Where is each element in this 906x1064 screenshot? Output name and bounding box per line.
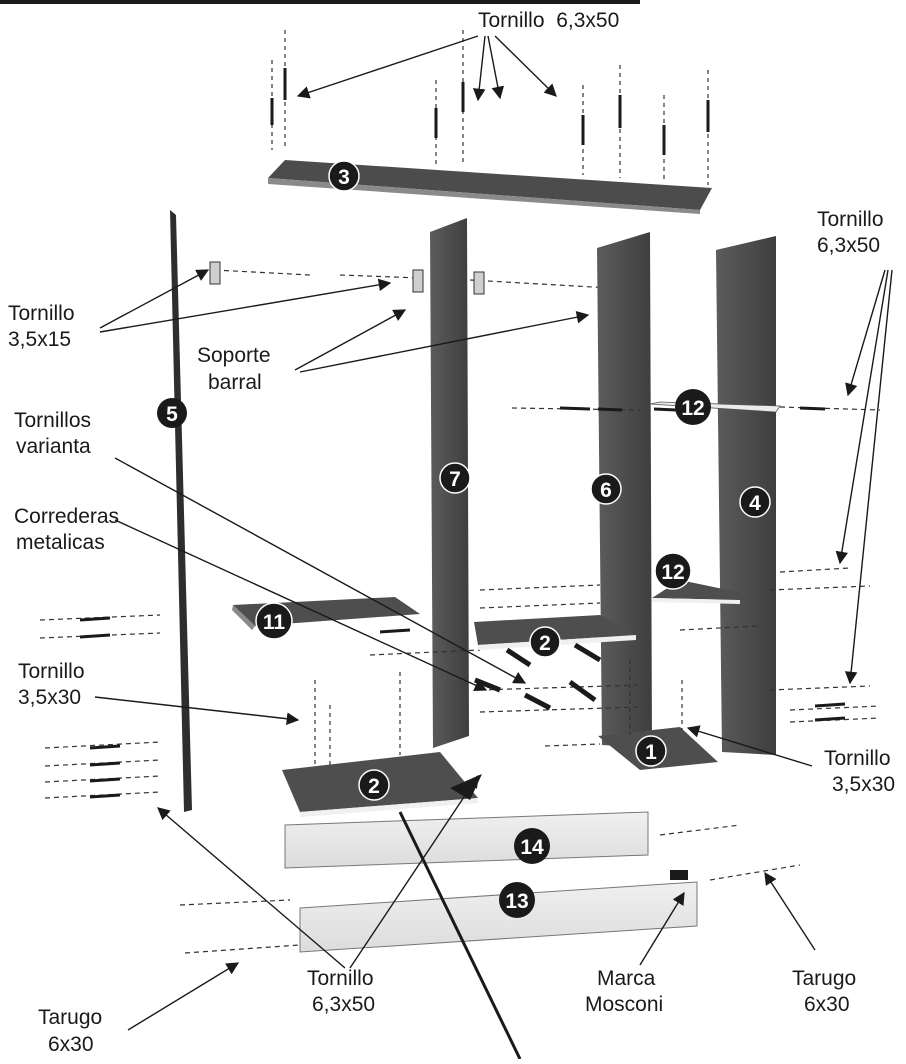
top-screws bbox=[270, 68, 710, 155]
label-top-screw: Tornillo 6,3x50 bbox=[478, 9, 619, 32]
label-slides-1: Correderas bbox=[14, 505, 119, 528]
label-slides-2: metalicas bbox=[16, 531, 105, 554]
part-badge-1: 1 bbox=[635, 735, 667, 767]
label-right-top-screw-1: Tornillo bbox=[817, 208, 884, 231]
plinth-13 bbox=[299, 881, 698, 953]
label-screws-var-2: varianta bbox=[16, 435, 91, 458]
label-right-mid-screw-2: 3,5x30 bbox=[832, 773, 895, 796]
part-badge-13: 13 bbox=[499, 882, 535, 918]
part-badge-4: 4 bbox=[739, 486, 771, 518]
part-badge-6: 6 bbox=[590, 473, 622, 505]
label-support-2: barral bbox=[208, 371, 262, 394]
svg-text:2: 2 bbox=[368, 775, 380, 798]
svg-text:14: 14 bbox=[520, 836, 544, 859]
svg-text:5: 5 bbox=[166, 403, 178, 426]
label-right-dowel-2: 6x30 bbox=[804, 993, 850, 1016]
leader-lines bbox=[94, 35, 893, 1031]
panel-5-side bbox=[170, 210, 192, 812]
panel-3-edge bbox=[268, 178, 700, 214]
floor-screw-guides bbox=[314, 660, 683, 770]
svg-text:1: 1 bbox=[645, 741, 657, 764]
metal-slides bbox=[474, 642, 602, 711]
panel-3-top bbox=[268, 160, 712, 210]
plinth-14 bbox=[284, 811, 649, 869]
svg-text:12: 12 bbox=[681, 397, 704, 420]
part-badge-12-upper: 12 bbox=[675, 389, 711, 425]
part-badge-2-upper: 2 bbox=[529, 626, 561, 658]
label-right-top-screw-2: 6,3x50 bbox=[817, 234, 880, 257]
part-badge-7: 7 bbox=[439, 462, 471, 494]
label-left-dowel-1: Tarugo bbox=[38, 1006, 102, 1029]
label-support-1: Soporte bbox=[197, 344, 271, 367]
part-badge-11: 11 bbox=[255, 602, 293, 640]
label-brand-1: Marca bbox=[597, 967, 656, 990]
label-left-mid-screw-1: Tornillo bbox=[18, 660, 85, 683]
shelf-2-lower-edge bbox=[300, 798, 478, 817]
label-brand-2: Mosconi bbox=[585, 993, 663, 1016]
shelf-11-edge bbox=[232, 605, 255, 630]
rail-guides bbox=[214, 269, 611, 289]
side-screws bbox=[79, 406, 846, 799]
big-arrowhead bbox=[450, 774, 482, 800]
label-bottom-screw-2: 6,3x50 bbox=[312, 993, 375, 1016]
svg-text:6: 6 bbox=[600, 479, 612, 502]
part-badge-2-lower: 2 bbox=[358, 769, 390, 801]
svg-text:13: 13 bbox=[505, 890, 528, 913]
label-left-screw-2: 3,5x15 bbox=[8, 328, 71, 351]
svg-text:2: 2 bbox=[539, 632, 551, 655]
label-left-mid-screw-2: 3,5x30 bbox=[18, 686, 81, 709]
svg-text:7: 7 bbox=[449, 468, 461, 491]
header-bar bbox=[0, 0, 640, 4]
label-left-dowel-2: 6x30 bbox=[48, 1033, 94, 1056]
label-bottom-screw-1: Tornillo bbox=[307, 967, 374, 990]
part-badge-12-lower: 12 bbox=[654, 552, 692, 590]
svg-text:4: 4 bbox=[749, 492, 761, 515]
label-screws-var-1: Tornillos bbox=[14, 409, 91, 432]
part-badge-14: 14 bbox=[514, 828, 550, 864]
label-left-screw-1: Tornillo bbox=[8, 302, 75, 325]
shelf-12-lower-edge bbox=[652, 598, 740, 604]
long-leader bbox=[398, 811, 522, 1060]
label-right-dowel-1: Tarugo bbox=[792, 967, 856, 990]
brand-tag bbox=[670, 870, 688, 880]
svg-text:3: 3 bbox=[338, 166, 350, 189]
svg-text:12: 12 bbox=[661, 561, 684, 584]
panel-6 bbox=[597, 232, 652, 748]
rail-supports bbox=[209, 261, 609, 301]
part-badge-3: 3 bbox=[328, 160, 360, 192]
part-badge-5: 5 bbox=[157, 398, 187, 428]
label-right-mid-screw-1: Tornillo bbox=[824, 747, 891, 770]
svg-text:11: 11 bbox=[263, 611, 286, 634]
